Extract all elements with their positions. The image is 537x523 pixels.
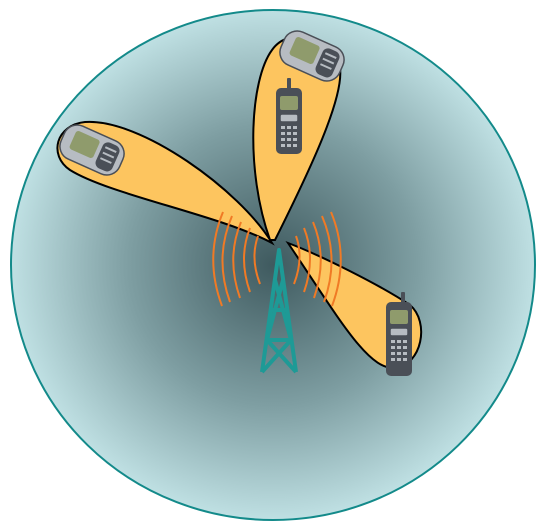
handset-top [276, 78, 302, 154]
handset-right [386, 292, 412, 376]
